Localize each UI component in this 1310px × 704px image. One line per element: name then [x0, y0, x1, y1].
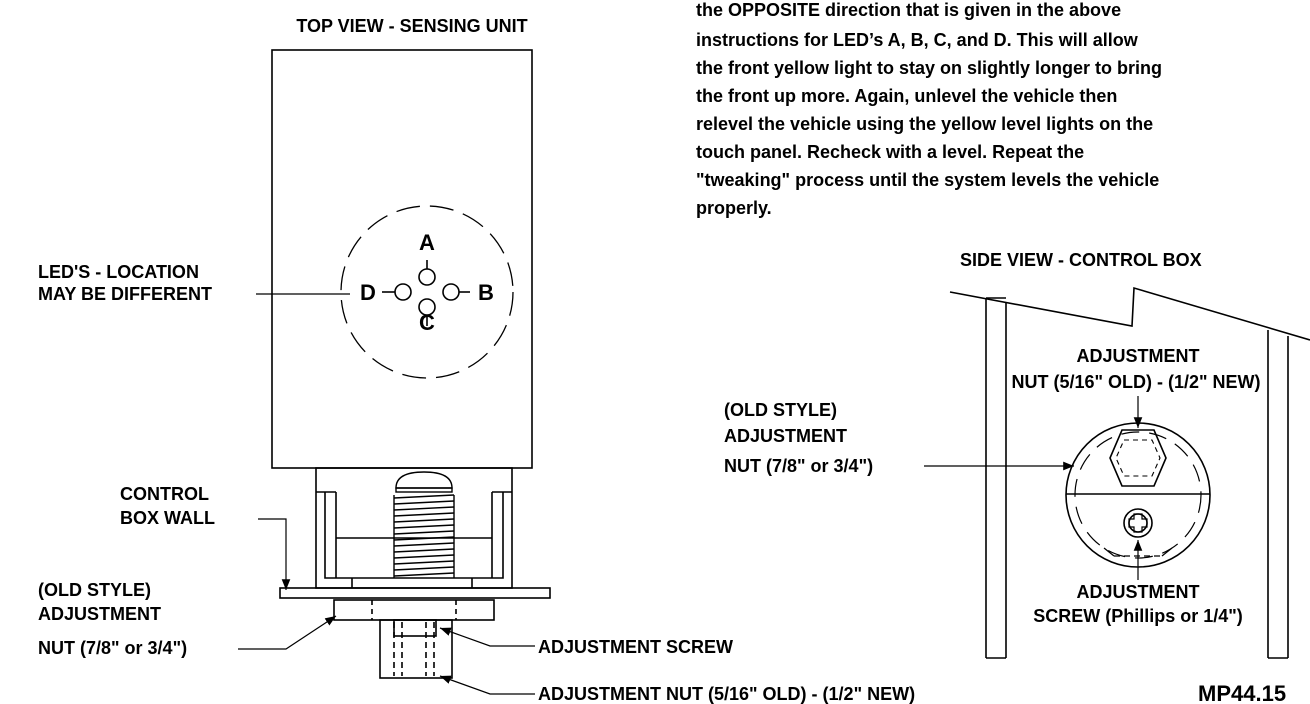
adjustment-screw-label: ADJUSTMENT SCREW	[538, 637, 733, 657]
control-box-wall-leader	[258, 518, 291, 590]
side-adj-screw-line2: SCREW (Phillips or 1/4")	[1033, 606, 1243, 626]
svg-text:the front yellow light to stay: the front yellow light to stay on slight…	[696, 58, 1162, 78]
led-d	[394, 283, 412, 301]
control-box-drawing	[949, 286, 1310, 659]
adjustment-nut-leader	[439, 675, 535, 695]
led-area-circle	[340, 205, 514, 379]
control-box-wall	[279, 587, 551, 599]
side-old-nut-line2: ADJUSTMENT	[724, 426, 847, 446]
leds-label-line2: MAY BE DIFFERENT	[38, 284, 212, 304]
top-old-nut-leader	[238, 615, 337, 650]
led-letter-a: A	[419, 230, 435, 255]
control-box-wall-label-line2: BOX WALL	[120, 508, 215, 528]
side-old-nut-line3: NUT (7/8" or 3/4")	[724, 456, 873, 476]
sensing-unit-housing	[271, 49, 533, 469]
svg-text:touch panel. Recheck with a l: touch panel. Recheck with a level. Repea…	[696, 142, 1084, 162]
top-view-title: TOP VIEW - SENSING UNIT	[296, 16, 527, 36]
top-old-nut-line3: NUT (7/8" or 3/4")	[38, 638, 187, 658]
spring	[393, 471, 455, 578]
svg-text:properly.: properly.	[696, 198, 772, 218]
side-adj-nut-line2: NUT (5/16" OLD) - (1/2" NEW)	[1011, 372, 1260, 392]
led-a	[418, 268, 436, 286]
svg-text:instructions for LED’s A, B,: instructions for LED’s A, B, C, and D. T…	[696, 30, 1139, 50]
control-box-top	[949, 286, 1310, 341]
adjustment-screw-leader	[439, 627, 535, 647]
top-old-nut-line2: ADJUSTMENT	[38, 604, 161, 624]
old-style-nut	[333, 599, 495, 621]
led-letter-d: D	[360, 280, 376, 305]
side-view-title: SIDE VIEW - CONTROL BOX	[960, 250, 1202, 270]
side-adjustment-hex-nut	[1109, 429, 1167, 487]
top-old-nut-line1: (OLD STYLE)	[38, 580, 151, 600]
instructions-paragraph: the OPPOSITE direction that is given in …	[696, 0, 1162, 218]
leds-label-line1: LED'S - LOCATION	[38, 262, 199, 282]
adjustment-screw	[393, 619, 437, 637]
side-adjustment-screw	[1123, 508, 1153, 538]
drawing-number: MP44.15	[1198, 681, 1286, 704]
side-adj-screw-line1: ADJUSTMENT	[1076, 582, 1199, 602]
side-old-nut-line1: (OLD STYLE)	[724, 400, 837, 420]
svg-text:"tweaking" process until the s: "tweaking" process until the system leve…	[696, 170, 1159, 190]
mounting-bracket	[315, 467, 513, 589]
led-b	[442, 283, 460, 301]
adjustment-nut-label: ADJUSTMENT NUT (5/16" OLD) - (1/2" NEW)	[538, 684, 915, 704]
control-box-wall-label-line1: CONTROL	[120, 484, 209, 504]
side-adj-nut-line1: ADJUSTMENT	[1076, 346, 1199, 366]
svg-text:the front up more. Again, unl: the front up more. Again, unlevel the ve…	[696, 86, 1117, 106]
adjustment-nut	[379, 619, 453, 679]
svg-text:relevel the vehicle using the: relevel the vehicle using the yellow lev…	[696, 114, 1153, 134]
led-letter-b: B	[478, 280, 494, 305]
svg-text:the OPPOSITE direction that is: the OPPOSITE direction that is given in …	[696, 0, 1121, 20]
led-letter-c: C	[419, 310, 435, 335]
sensing-unit-drawing	[271, 49, 551, 679]
